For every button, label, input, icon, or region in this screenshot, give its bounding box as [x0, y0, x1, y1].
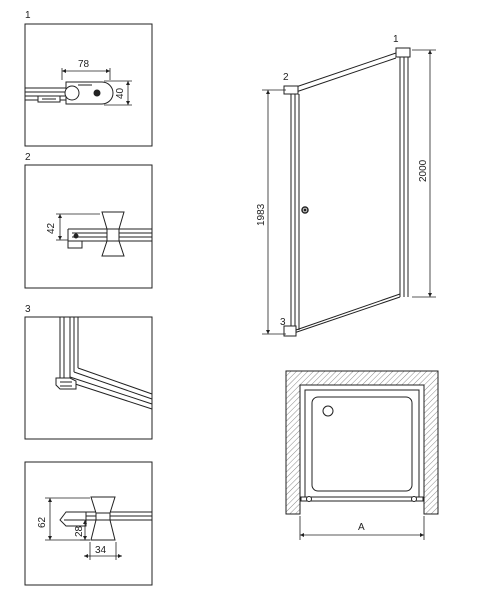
door-leaf [283, 52, 401, 337]
plan-dim-a [299, 516, 425, 540]
detail-1-hinge [64, 81, 114, 105]
detail-4-dim-28-label: 28 [74, 525, 85, 537]
plan-dim-a-label: A [358, 522, 365, 533]
plan-walls [285, 370, 439, 515]
detail-1-dim-78-label: 78 [78, 59, 90, 70]
detail-3: 3 [24, 304, 153, 440]
door-elevation [283, 47, 411, 337]
detail-1-label: 1 [25, 10, 31, 21]
detail-4-dim-62-label: 62 [37, 516, 48, 528]
detail-4-dim-34 [84, 542, 122, 560]
detail-4-dim-34-label: 34 [95, 545, 107, 556]
detail-2-dim-42-label: 42 [46, 222, 57, 234]
detail-3-frame [24, 316, 153, 440]
door-knob [301, 206, 309, 214]
door-callout-3: 3 [280, 317, 286, 328]
detail-2-knob [101, 211, 125, 257]
detail-3-label: 3 [25, 304, 31, 315]
detail-1-frame [24, 23, 153, 147]
door-callout-1: 1 [393, 34, 399, 45]
plan-door [300, 496, 424, 502]
plan-tray-outer [304, 389, 420, 499]
detail-1-dim-40 [104, 80, 132, 106]
detail-2-label: 2 [25, 152, 31, 163]
floor-plan: A [285, 370, 439, 540]
door-dim-right [412, 49, 436, 298]
detail-2: 2 42 [24, 152, 153, 289]
detail-4-frame [24, 461, 153, 586]
plan-tray-inner [311, 396, 413, 492]
door-wall-profile [395, 47, 411, 297]
detail-4: 62 28 34 [24, 461, 153, 586]
detail-1-dim-78 [61, 68, 111, 80]
door-dim-right-label: 2000 [418, 159, 429, 182]
detail-4-dim-28 [80, 519, 90, 541]
detail-1: 1 78 40 [24, 10, 153, 147]
plan-drain-icon [322, 405, 334, 417]
detail-2-frame [24, 164, 153, 289]
detail-3-corner-profile [55, 317, 153, 410]
detail-4-knob [90, 496, 116, 541]
door-callout-2: 2 [283, 72, 289, 83]
door-dim-left-label: 1983 [256, 203, 267, 226]
detail-1-profile [25, 87, 66, 103]
detail-2-dim-42 [56, 213, 100, 241]
door-dim-left [262, 89, 286, 335]
detail-1-dim-40-label: 40 [115, 87, 126, 99]
